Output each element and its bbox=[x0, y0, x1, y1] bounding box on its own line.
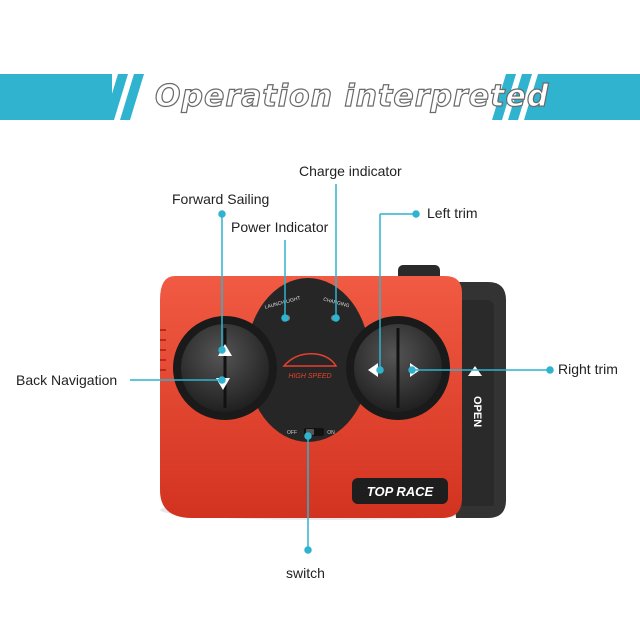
right-trim-label: Right trim bbox=[558, 361, 618, 377]
on-text: ON bbox=[327, 430, 335, 436]
back-navigation-label: Back Navigation bbox=[16, 372, 118, 388]
charge-indicator-label: Charge indicator bbox=[299, 163, 402, 179]
title-banner: Operation interpreted bbox=[0, 74, 640, 120]
logo-text: HIGH SPEED bbox=[288, 373, 331, 380]
brand-text: TOP RACE bbox=[367, 484, 434, 499]
banner-title: Operation interpreted bbox=[154, 78, 550, 114]
open-text: OPEN bbox=[471, 396, 483, 427]
off-text: OFF bbox=[287, 430, 297, 436]
power-indicator-label: Power Indicator bbox=[231, 219, 329, 235]
open-arrow-icon bbox=[468, 366, 482, 376]
brand-badge bbox=[352, 478, 448, 504]
left-trim-label: Left trim bbox=[427, 205, 478, 221]
forward-sailing-label: Forward Sailing bbox=[172, 191, 270, 207]
left-arrow-icon bbox=[368, 363, 378, 377]
car-logo-icon bbox=[282, 353, 338, 367]
banner-stripes bbox=[0, 74, 640, 120]
switch-label: switch bbox=[286, 565, 325, 581]
